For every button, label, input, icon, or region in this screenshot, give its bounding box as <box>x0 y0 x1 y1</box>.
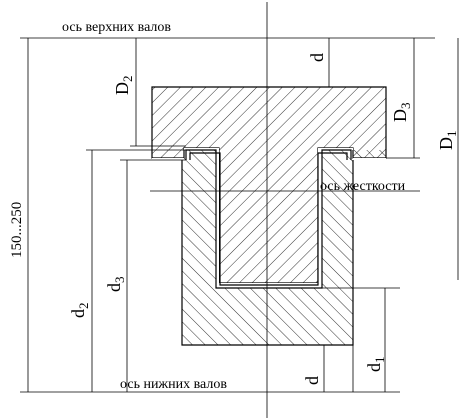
lower-roll-outline <box>181 160 354 346</box>
d-bottom-label: d <box>302 376 322 385</box>
stiffness-axis-label: ось жесткости <box>320 179 406 194</box>
pass-outline <box>185 149 352 289</box>
lower-roll <box>152 150 386 345</box>
d2-label: d2 <box>68 303 91 319</box>
D3-label: D3 <box>390 103 413 123</box>
lower-axis-label: ось нижних валов <box>120 377 227 392</box>
d-top-label: d <box>307 53 327 62</box>
upper-axis-label: ось верхних валов <box>62 20 171 35</box>
D2-label: D2 <box>112 76 135 96</box>
D1-label: D1 <box>436 131 459 151</box>
d1-label: d1 <box>364 357 387 373</box>
range-label: 150...250 <box>9 202 25 258</box>
d3-label: d3 <box>104 277 127 293</box>
